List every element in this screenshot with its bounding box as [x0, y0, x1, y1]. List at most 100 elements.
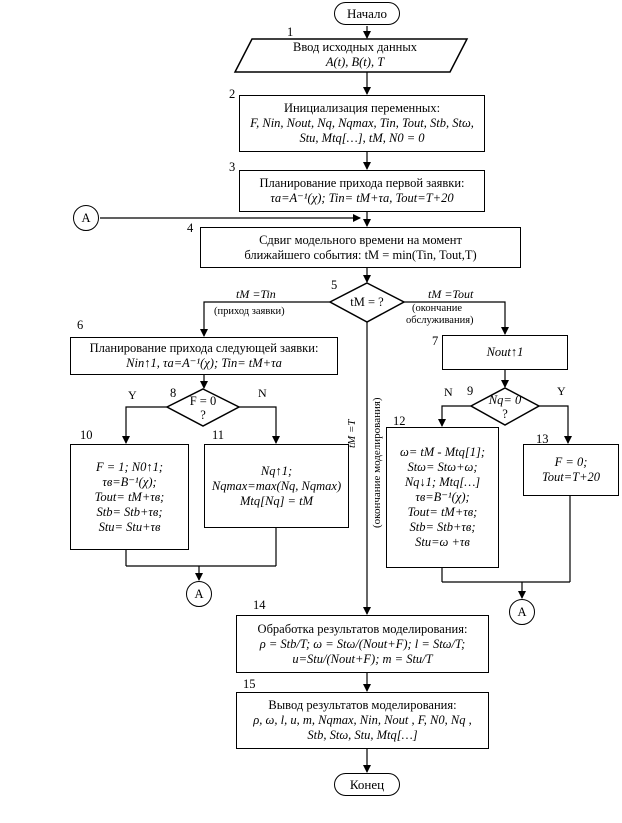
step-number-7: 7: [432, 334, 439, 348]
decision-8-line2: ?: [200, 408, 206, 422]
branch-note-arrival: (приход заявки): [214, 306, 285, 317]
connector-a-right: A: [509, 599, 535, 625]
step-number-8: 8: [170, 386, 177, 400]
step-number-13: 13: [536, 432, 549, 446]
step-number-6: 6: [77, 318, 84, 332]
first-arrival-title: Планирование прихода первой заявки:: [259, 176, 465, 190]
queue-add-line2: Nqmax=max(Nq, Nqmax): [211, 478, 342, 493]
connector-a-top: A: [73, 205, 99, 231]
decision-5-text: tM = ?: [350, 295, 384, 309]
step-number-1: 1: [287, 25, 294, 39]
decision-9-no: N: [444, 385, 453, 399]
decision-diamond-8: [165, 388, 241, 427]
decision-8-text: F = 0 ?: [181, 394, 225, 422]
branch-label-tin: tM =Tin: [236, 287, 276, 301]
step-number-9: 9: [467, 384, 474, 398]
decision-9-yes: Y: [557, 384, 566, 398]
queue-serve-line5: Tout= tM+τв;: [407, 505, 478, 519]
arrow-decision-to-service-end: [404, 301, 509, 335]
arrow-check-nq-no: [438, 405, 471, 427]
decision-8-line1: F = 0: [189, 394, 217, 408]
decision-diamond-9: [469, 387, 541, 426]
init-vars-line1: F, Nin, Nout, Nq, Nqmax, Tin, Tout, Stb,…: [250, 116, 474, 130]
step-number-4: 4: [187, 221, 194, 235]
arrow-decision-to-next-arrival: [200, 301, 330, 337]
branch-note-service-end-1: (окончание: [412, 303, 463, 314]
step-number-2: 2: [229, 87, 236, 101]
processing-line2: u=Stu/(Nout+F); m = Stu/T: [292, 651, 433, 666]
server-free-line1: F = 0;: [554, 455, 588, 469]
decision-8-yes: Y: [128, 388, 137, 402]
output-line1: ρ, ω, l, u, m, Nqmax, Nin, Nout , F, N0,…: [253, 713, 472, 727]
output-title: Вывод результатов моделирования:: [268, 698, 457, 712]
queue-serve-block: ω= tM - Mtq[1]; Stω= Stω+ω; Nq↓1; Mtq[…]…: [386, 427, 499, 568]
queue-add-line1: Nq↑1;: [260, 463, 293, 478]
time-shift-block: Сдвиг модельного времени на момент ближа…: [200, 227, 521, 268]
connector-a-top-label: A: [81, 210, 91, 225]
start-service-line4: Stb= Stb+τв;: [96, 504, 163, 519]
processing-block: Обработка результатов моделирования: ρ =…: [236, 615, 489, 673]
branch-label-tout: tM =Tout: [428, 287, 474, 301]
decision-diamond-5: [328, 282, 406, 323]
service-end-block: Nout↑1: [442, 335, 568, 370]
step-number-15: 15: [243, 677, 256, 691]
step-number-5: 5: [331, 278, 338, 292]
input-params: A(t), B(t), T: [325, 55, 385, 69]
input-parallelogram: [233, 38, 469, 73]
first-arrival-formula: τa=A⁻¹(χ); Tin= tM+τa, Tout=T+20: [270, 191, 454, 205]
branch-note-service-end-2: обслуживания): [406, 315, 474, 326]
connector-a-right-label: A: [517, 604, 527, 619]
step-number-11: 11: [212, 428, 225, 442]
queue-serve-line4: τв=B⁻¹(χ);: [415, 490, 470, 504]
step-number-3: 3: [229, 160, 236, 174]
start-service-line5: Stu= Stu+τв: [98, 519, 161, 534]
connector-a-left: A: [186, 581, 212, 607]
queue-serve-line1: ω= tM - Mtq[1];: [400, 445, 485, 459]
queue-serve-line7: Stu=ω +τв: [415, 535, 470, 549]
decision-9-text: Nq= 0 ?: [483, 393, 527, 421]
start-label: Начало: [346, 6, 388, 21]
end-terminal: Конец: [334, 773, 400, 796]
output-line2: Stb, Stω, Stu, Mtq[…]: [307, 728, 418, 742]
queue-add-block: Nq↑1; Nqmax=max(Nq, Nqmax) Mtq[Nq] = tM: [204, 444, 349, 528]
start-service-line2: τв=B⁻¹(χ);: [102, 474, 157, 489]
queue-serve-line6: Stb= Stb+τв;: [409, 520, 476, 534]
step-number-14: 14: [253, 598, 266, 612]
first-arrival-block: Планирование прихода первой заявки: τa=A…: [239, 170, 485, 212]
queue-serve-line2: Stω= Stω+ω;: [407, 460, 478, 474]
queue-add-line3: Mtq[Nq] = tM: [239, 493, 314, 508]
start-service-block: F = 1; N0↑1; τв=B⁻¹(χ); Tout= tM+τв; Stb…: [70, 444, 189, 550]
end-label: Конец: [349, 777, 385, 792]
init-title: Инициализация переменных:: [283, 101, 441, 115]
server-free-line2: Tout=T+20: [541, 470, 601, 484]
step-number-10: 10: [80, 428, 93, 442]
init-variables-block: Инициализация переменных: F, Nin, Nout, …: [239, 95, 485, 152]
decision-9-line1: Nq= 0: [488, 393, 522, 407]
next-arrival-formula: Nin↑1, τa=A⁻¹(χ); Tin= tM+τa: [126, 356, 282, 370]
branch-note-end-modeling: (окончание моделирования): [371, 397, 383, 528]
arrow-check-f-yes: [122, 406, 167, 444]
service-end-formula: Nout↑1: [486, 345, 524, 359]
time-shift-line1: Сдвиг модельного времени на момент: [259, 232, 462, 247]
input-data-block: Ввод исходных данных A(t), B(t), T: [250, 40, 460, 70]
arrow-check-nq-yes: [539, 405, 572, 444]
time-shift-line2: ближайшего события: tM = min(Tin, Tout,T…: [244, 247, 477, 262]
input-title: Ввод исходных данных: [292, 40, 418, 54]
processing-title: Обработка результатов моделирования:: [257, 621, 468, 636]
start-service-line3: Tout= tM+τв;: [94, 489, 165, 504]
start-service-line1: F = 1; N0↑1;: [95, 459, 164, 474]
processing-line1: ρ = Stb/T; ω = Stω/(Nout+F); l = Stω/T;: [259, 636, 466, 651]
server-free-block: F = 0; Tout=T+20: [523, 444, 619, 496]
init-vars-line2: Stu, Mtq[…], tM, N0 = 0: [299, 131, 425, 145]
next-arrival-title: Планирование прихода следующей заявки:: [89, 341, 319, 355]
decision-9-line2: ?: [502, 407, 508, 421]
output-block: Вывод результатов моделирования: ρ, ω, l…: [236, 692, 489, 749]
arrow-check-f-no: [239, 406, 280, 444]
queue-serve-line3: Nq↓1; Mtq[…]: [404, 475, 481, 489]
next-arrival-block: Планирование прихода следующей заявки: N…: [70, 337, 338, 375]
step-number-12: 12: [393, 414, 406, 428]
start-terminal: Начало: [334, 2, 400, 25]
decision-8-no: N: [258, 386, 267, 400]
connector-a-left-label: A: [194, 586, 204, 601]
